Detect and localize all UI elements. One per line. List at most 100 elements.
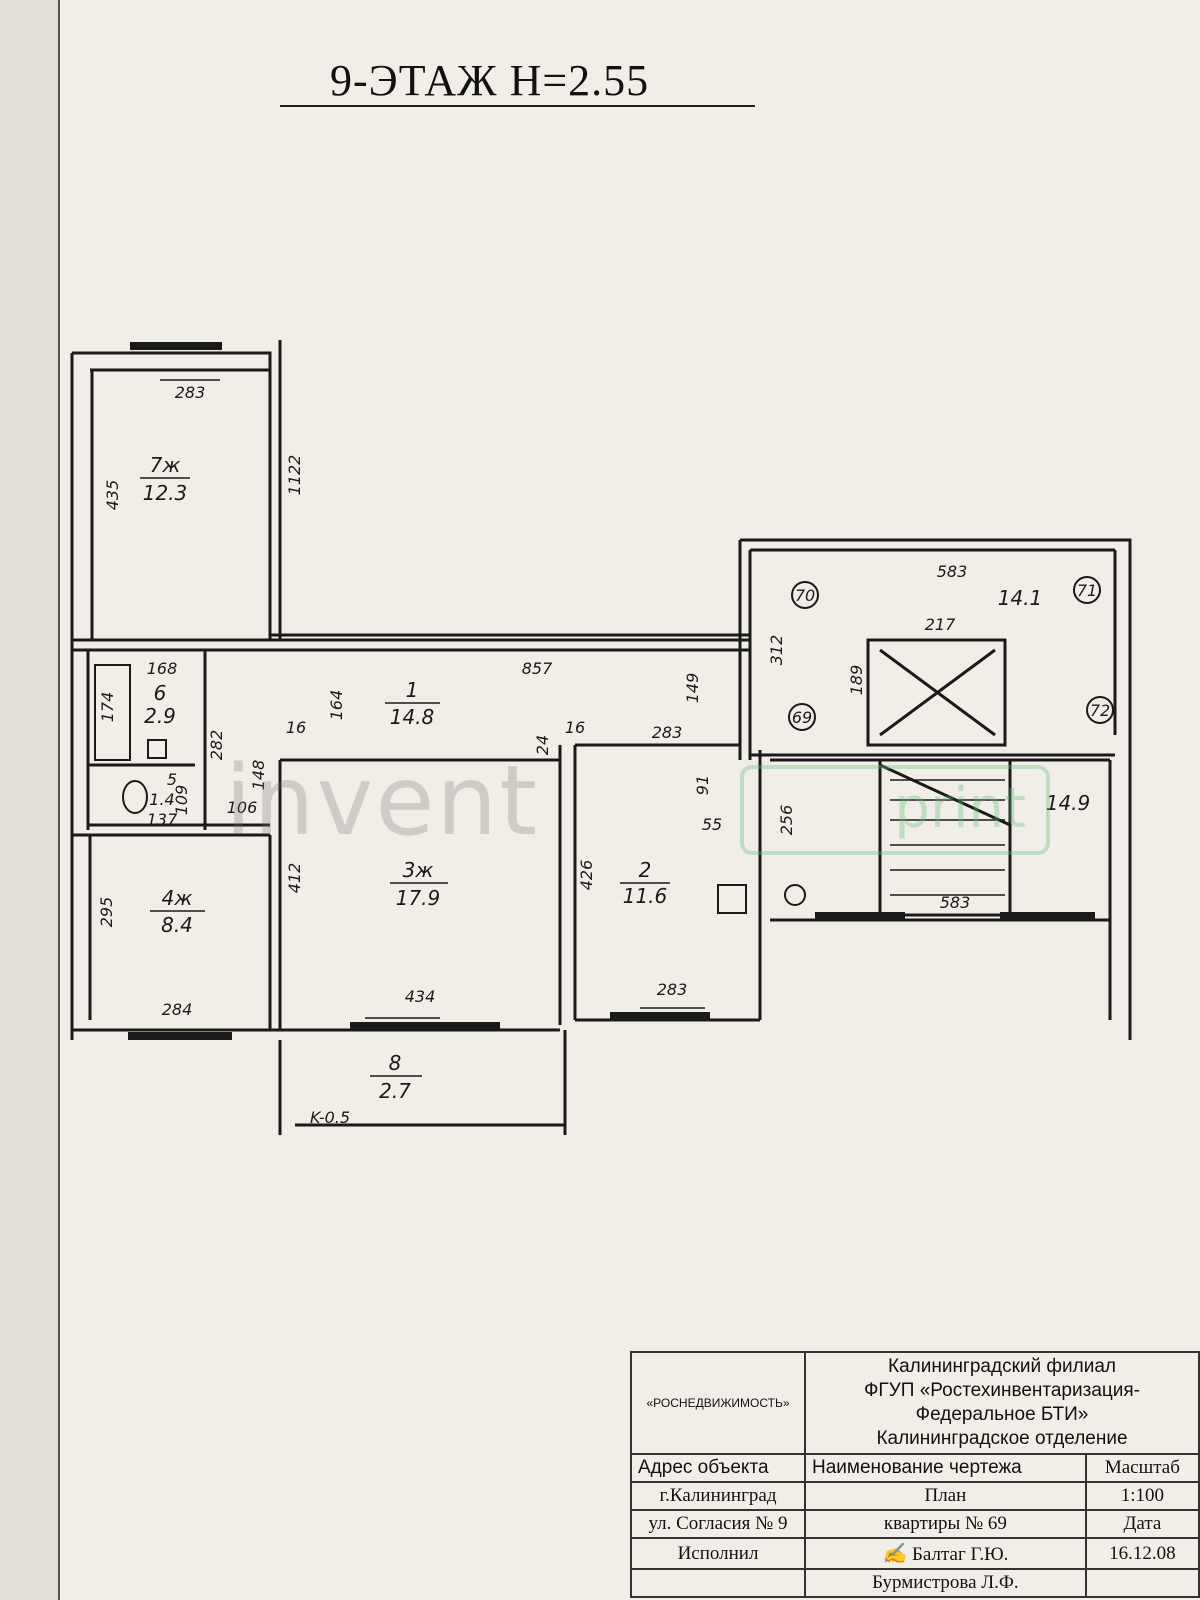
marker-69 <box>788 703 816 731</box>
drawing-line-1: План <box>804 1481 1087 1511</box>
room-6-number: 6 <box>154 681 167 705</box>
hall-upper-area: 14.1 <box>998 586 1043 610</box>
room-labels: 7ж 12.3 1 14.8 6 2.9 5 1.4 4ж 8.4 3ж 17.… <box>140 453 1090 1103</box>
dim-r4-width: 284 <box>162 1000 193 1019</box>
dim-stair-width: 583 <box>940 893 971 912</box>
page-edge <box>0 0 58 1600</box>
hall-lower-area: 14.9 <box>1046 791 1091 815</box>
dim-r5-width: 137 <box>147 810 178 829</box>
org-line-1: Калининградский филиал <box>888 1356 1116 1377</box>
dim-hall-height: 312 <box>767 635 786 666</box>
scale-value: 1:100 <box>1084 1481 1200 1511</box>
dim-r1-side: 149 <box>683 673 702 704</box>
marker-69-label: 69 <box>792 708 812 727</box>
room-8-number: 8 <box>389 1051 402 1075</box>
marker-72 <box>1086 696 1114 724</box>
room-5-area: 1.4 <box>149 790 174 809</box>
floor-heading: 9-ЭТАЖ H=2.55 <box>330 56 650 105</box>
dim-stair-height: 256 <box>777 805 796 836</box>
date-value: 16.12.08 <box>1084 1537 1200 1570</box>
agency-cell: «РОСНЕДВИЖИМОСТЬ» <box>630 1351 806 1455</box>
bathtub-icon <box>94 664 131 761</box>
drawing-line-2: квартиры № 69 <box>804 1509 1087 1539</box>
executor-cell: ✍ Балтаг Г.Ю. <box>804 1537 1087 1570</box>
room-6-area: 2.9 <box>144 704 176 728</box>
executed-by-label: Исполнил <box>630 1537 806 1570</box>
room-8-area: 2.7 <box>379 1079 411 1103</box>
marker-71-label: 71 <box>1077 581 1097 600</box>
org-line-3: Федеральное БТИ» <box>915 1404 1089 1425</box>
stove-icon <box>717 884 747 914</box>
dim-r2-height: 426 <box>577 860 596 891</box>
date-header: Дата <box>1084 1509 1200 1539</box>
dimension-labels: 283 435 1122 857 164 149 16 16 24 283 16… <box>97 379 971 1127</box>
windows <box>128 342 1095 1040</box>
executor-signature-icon: ✍ <box>882 1541 908 1565</box>
dim-r5-mid: 106 <box>227 798 258 817</box>
title-block-row-city: г.Калининград План 1:100 <box>630 1481 1200 1511</box>
title-block-row-checker: Бурмистрова Л.Ф. <box>630 1568 1200 1598</box>
dim-r1-small: 16 <box>286 718 306 737</box>
room-2-area: 11.6 <box>623 884 668 908</box>
title-block-row-headers: Адрес объекта Наименование чертежа Масшт… <box>630 1453 1200 1483</box>
scale-header: Масштаб <box>1084 1453 1200 1483</box>
room-2-number: 2 <box>639 858 652 882</box>
room-7-area: 12.3 <box>143 481 188 505</box>
marker-70-label: 70 <box>795 586 815 605</box>
dim-r1-width: 283 <box>652 723 683 742</box>
checker-name: Бурмистрова Л.Ф. <box>804 1568 1087 1598</box>
sink-icon <box>147 739 167 759</box>
dim-r7-width: 283 <box>175 383 206 402</box>
dim-r7-side: 1122 <box>285 455 304 496</box>
dim-r7-height: 435 <box>103 480 122 511</box>
marker-71 <box>1073 576 1101 604</box>
room-5-number: 5 <box>167 770 177 789</box>
room-3-number: 3ж <box>403 858 434 882</box>
marker-72-label: 72 <box>1090 701 1110 720</box>
dim-r5-height: 109 <box>172 785 191 816</box>
dim-r1-length: 857 <box>522 659 553 678</box>
dim-r5-side: 148 <box>249 760 268 791</box>
toilet-icon <box>122 780 148 814</box>
city-cell: г.Калининград <box>630 1481 806 1511</box>
dim-r3-width: 434 <box>405 987 436 1006</box>
room-1-area: 14.8 <box>390 705 435 729</box>
title-block: «РОСНЕДВИЖИМОСТЬ» Калининградский филиал… <box>630 1351 1200 1598</box>
org-line-4: Калининградское отделение <box>876 1428 1128 1449</box>
dim-r6-height: 174 <box>98 692 117 723</box>
address-header: Адрес объекта <box>630 1453 806 1483</box>
dim-r1-height: 164 <box>327 690 346 721</box>
organization-cell: Калининградский филиал ФГУП «Ростехинвен… <box>804 1351 1200 1455</box>
watermark-text: invent <box>225 745 539 857</box>
dim-r3-height: 412 <box>285 863 304 894</box>
heading-underline <box>280 105 755 107</box>
room-1-number: 1 <box>406 678 419 702</box>
room-7-number: 7ж <box>150 453 181 477</box>
executor-name: Балтаг Г.Ю. <box>912 1544 1009 1565</box>
dim-r2-d1: 91 <box>693 775 712 795</box>
dim-hall-width: 583 <box>937 562 968 581</box>
dim-r2-d2: 55 <box>702 815 722 834</box>
title-block-row-street: ул. Согласия № 9 квартиры № 69 Дата <box>630 1509 1200 1539</box>
apartment-markers: 70 71 69 72 <box>788 576 1114 731</box>
watermark-badge: print <box>740 765 1050 855</box>
room-4-area: 8.4 <box>161 913 193 937</box>
dim-r4-height: 295 <box>97 897 116 928</box>
chute-icon <box>784 884 806 906</box>
title-block-row-executor: Исполнил ✍ Балтаг Г.Ю. 16.12.08 <box>630 1537 1200 1570</box>
title-block-header-row: «РОСНЕДВИЖИМОСТЬ» Калининградский филиал… <box>630 1351 1200 1455</box>
room-4-number: 4ж <box>162 886 193 910</box>
dim-r1-small2: 16 <box>565 718 585 737</box>
dim-lift-width: 217 <box>925 615 956 634</box>
dim-r6-width: 168 <box>147 659 178 678</box>
drawing-header: Наименование чертежа <box>804 1453 1087 1483</box>
dim-r1-small3: 24 <box>533 735 552 755</box>
street-cell: ул. Согласия № 9 <box>630 1509 806 1539</box>
dim-r2-width: 283 <box>657 980 688 999</box>
dim-r6-side: 282 <box>207 730 226 761</box>
stair-steps <box>890 779 1005 896</box>
dim-lift-height: 189 <box>847 665 866 696</box>
marker-70 <box>791 581 819 609</box>
checker-extra-cell <box>1084 1568 1200 1598</box>
